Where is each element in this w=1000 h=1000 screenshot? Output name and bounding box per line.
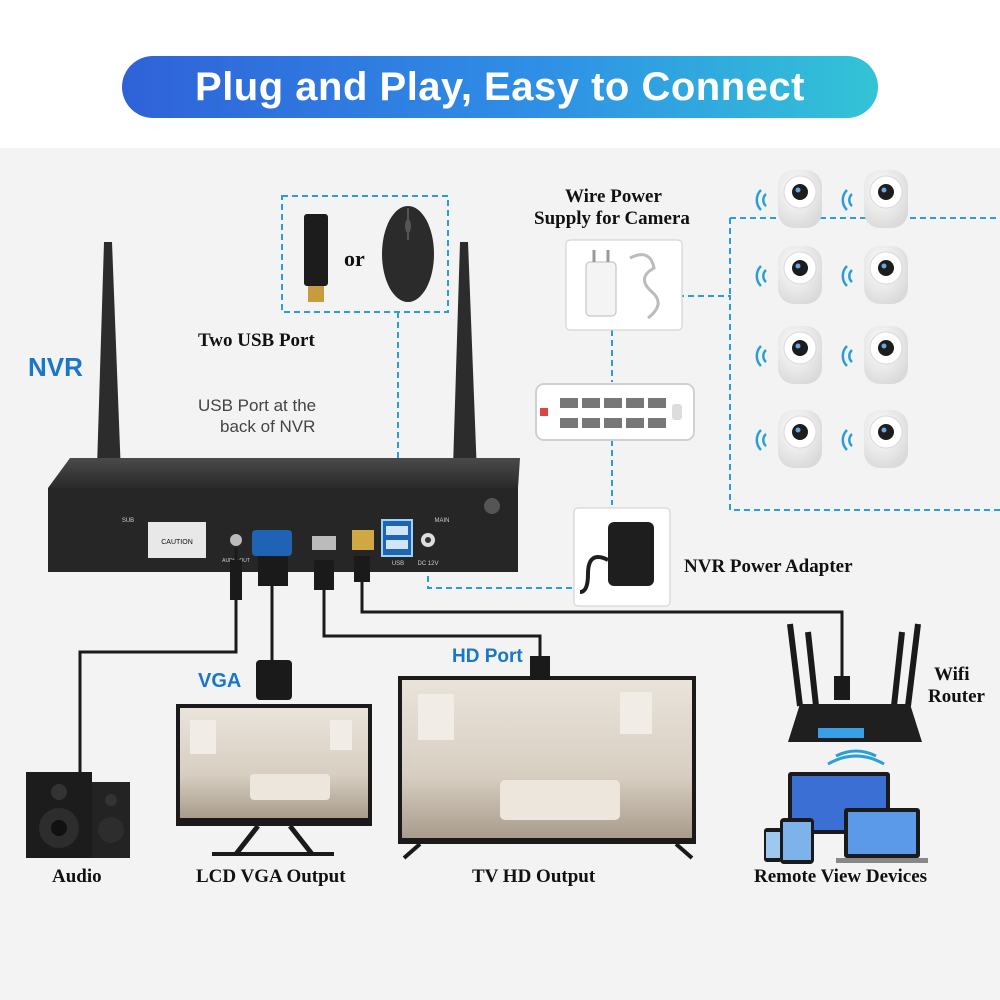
wifi-signal-icon — [755, 429, 767, 451]
nvr-power-adapter-label: NVR Power Adapter — [684, 556, 853, 577]
wifi-signal-icon — [841, 429, 853, 451]
background-panel — [0, 148, 1000, 1000]
wifi-signal-icon — [755, 265, 767, 287]
power-strip-icon — [535, 383, 695, 441]
wifi-router-label-line1: Wifi — [934, 664, 970, 685]
nvr-label: NVR — [28, 352, 83, 382]
nvr-device: CAUTION AUDIO OUT USB DC 12V SUB MAIN — [48, 458, 520, 572]
camera-icon — [864, 410, 908, 468]
power-adapter-icon — [573, 507, 671, 607]
wifi-signal-icon — [755, 345, 767, 367]
wifi-signal-icon — [755, 189, 767, 211]
usb-port-label: USB — [392, 561, 404, 567]
caution-label: CAUTION — [161, 539, 193, 546]
audio-label: Audio — [52, 866, 102, 887]
speaker-icon — [26, 772, 130, 858]
camera-icon — [778, 170, 822, 228]
camera-icon — [864, 170, 908, 228]
or-label: or — [344, 246, 365, 271]
wifi-router-label-line2: Router — [928, 686, 985, 707]
lan-plug-icon — [354, 556, 370, 582]
two-usb-port-label: Two USB Port — [198, 330, 315, 351]
dc-port-label: DC 12V — [417, 561, 438, 567]
usb-device-box — [281, 195, 449, 313]
wire-power-label-line2: Supply for Camera — [534, 208, 690, 229]
lan-router-plug-icon — [834, 676, 850, 700]
sub-antenna-label: SUB — [122, 518, 134, 524]
hd-port-label: HD Port — [452, 646, 523, 667]
camera-icon — [864, 246, 908, 304]
camera-dashed-bus — [678, 295, 1000, 511]
camera-grid — [755, 170, 908, 468]
title-banner: Plug and Play, Easy to Connect — [122, 56, 878, 118]
audio-plug-icon — [230, 560, 242, 600]
router-icon — [787, 623, 922, 766]
wifi-signal-icon — [841, 189, 853, 211]
main-antenna-label: MAIN — [435, 518, 450, 524]
vga-label: VGA — [198, 670, 242, 692]
usb-back-label-line2: back of NVR — [220, 417, 316, 436]
vga-plug-icon — [258, 556, 288, 586]
wire-power-label-line1: Wire Power — [565, 186, 662, 207]
mouse-icon — [382, 206, 434, 302]
lcd-vga-output-label: LCD VGA Output — [196, 866, 346, 887]
laptop-icon — [788, 772, 928, 863]
wifi-signal-icon — [841, 265, 853, 287]
camera-icon — [778, 246, 822, 304]
phone-icon — [764, 828, 782, 862]
wifi-signal-icon — [841, 345, 853, 367]
remote-devices — [764, 772, 928, 864]
camera-icon — [778, 410, 822, 468]
usb-back-label-line1: USB Port at the — [198, 396, 317, 415]
camera-icon — [778, 326, 822, 384]
usb-dongle-icon — [304, 214, 328, 302]
remote-view-devices-label: Remote View Devices — [754, 866, 928, 887]
monitor-icon — [176, 704, 372, 856]
camera-power-supply-icon — [565, 239, 683, 331]
tv-hd-output-label: TV HD Output — [472, 866, 596, 887]
hdmi-plug-icon — [314, 560, 334, 590]
tv-icon — [398, 676, 696, 860]
hdmi-connector-icon — [530, 656, 550, 678]
vga-connector-icon — [256, 660, 292, 700]
camera-icon — [864, 326, 908, 384]
tablet-icon — [780, 818, 814, 864]
